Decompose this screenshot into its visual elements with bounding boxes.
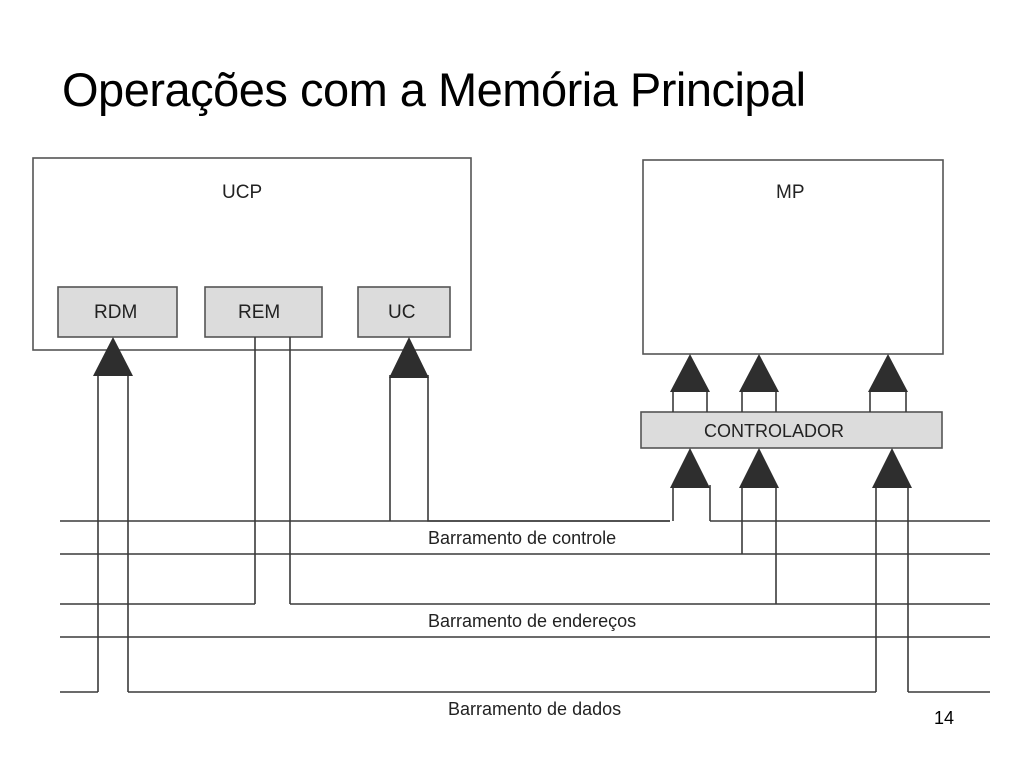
connection-wires [97, 337, 909, 692]
address-bus-label: Barramento de endereços [428, 611, 636, 631]
ctrl-arrow-2 [739, 448, 779, 488]
rem-register [204, 286, 323, 338]
controller-box [640, 411, 943, 449]
data-bus-label: Barramento de dados [448, 699, 621, 719]
rem-label: REM [238, 302, 280, 323]
uc-control-wire-right [427, 375, 670, 522]
mp-arrow-3 [868, 354, 908, 392]
ctrl-arrow-1 [670, 448, 710, 488]
ctrl-arrow-3 [872, 448, 912, 488]
uc-arrow [389, 337, 429, 378]
controller-label: CONTROLADOR [704, 421, 844, 441]
ucp-label: UCP [222, 182, 262, 203]
rdm-label: RDM [94, 302, 137, 323]
mp-box [642, 159, 944, 355]
mp-arrow-2 [739, 354, 779, 392]
arrowheads [93, 337, 912, 488]
mp-label: MP [776, 182, 805, 203]
uc-register [357, 286, 451, 338]
rdm-register [57, 286, 178, 338]
rdm-arrow [93, 337, 133, 376]
uc-label: UC [388, 302, 415, 323]
control-bus-label: Barramento de controle [428, 528, 616, 548]
slide-number: 14 [934, 708, 955, 728]
mp-arrow-1 [670, 354, 710, 392]
slide-title: Operações com a Memória Principal [62, 63, 806, 116]
